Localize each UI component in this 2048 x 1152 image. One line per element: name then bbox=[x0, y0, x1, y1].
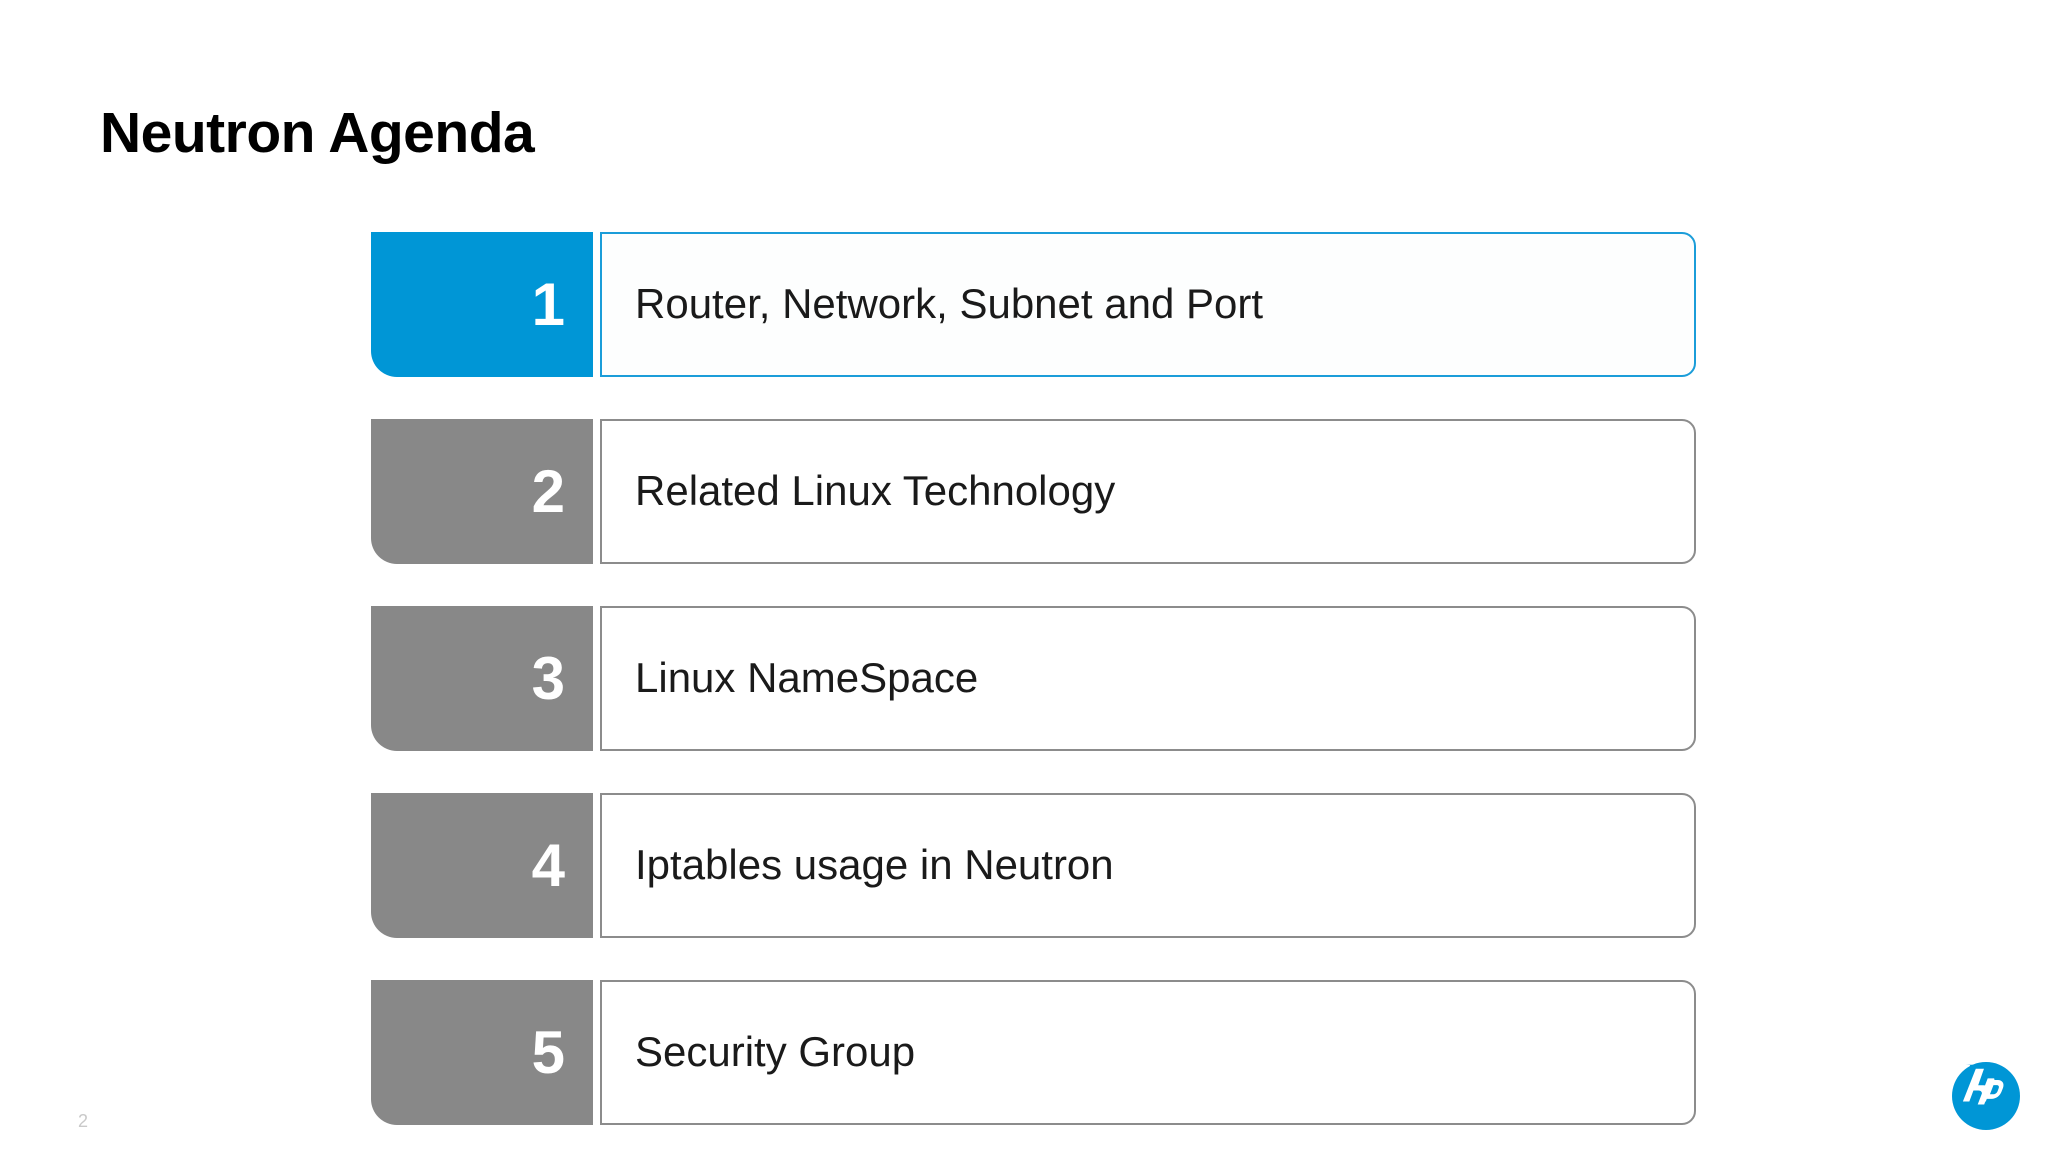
agenda-number-box-5: 5 bbox=[371, 980, 593, 1125]
agenda-text-box-1[interactable]: Router, Network, Subnet and Port bbox=[600, 232, 1696, 377]
agenda-item-1[interactable]: 1 Router, Network, Subnet and Port bbox=[371, 232, 1696, 377]
page-title: Neutron Agenda bbox=[100, 101, 535, 165]
agenda-item-4[interactable]: 4 Iptables usage in Neutron bbox=[371, 793, 1696, 938]
agenda-label-2: Related Linux Technology bbox=[635, 467, 1116, 515]
agenda-label-3: Linux NameSpace bbox=[635, 654, 979, 702]
agenda-label-1: Router, Network, Subnet and Port bbox=[635, 280, 1264, 328]
agenda-text-box-4[interactable]: Iptables usage in Neutron bbox=[600, 793, 1696, 938]
agenda-label-5: Security Group bbox=[635, 1028, 916, 1076]
agenda-number-1: 1 bbox=[531, 270, 565, 338]
agenda-item-2[interactable]: 2 Related Linux Technology bbox=[371, 419, 1696, 564]
agenda-item-3[interactable]: 3 Linux NameSpace bbox=[371, 606, 1696, 751]
agenda-number-box-4: 4 bbox=[371, 793, 593, 938]
agenda-text-box-2[interactable]: Related Linux Technology bbox=[600, 419, 1696, 564]
agenda-text-box-3[interactable]: Linux NameSpace bbox=[600, 606, 1696, 751]
agenda-item-5[interactable]: 5 Security Group bbox=[371, 980, 1696, 1125]
agenda-number-4: 4 bbox=[531, 831, 565, 899]
agenda-number-5: 5 bbox=[531, 1018, 565, 1086]
agenda-number-2: 2 bbox=[531, 457, 565, 525]
agenda-number-box-1: 1 bbox=[371, 232, 593, 377]
page-number: 2 bbox=[78, 1111, 89, 1131]
agenda-text-box-5[interactable]: Security Group bbox=[600, 980, 1696, 1125]
agenda-label-4: Iptables usage in Neutron bbox=[635, 841, 1114, 889]
agenda-list: 1 Router, Network, Subnet and Port 2 Rel… bbox=[371, 232, 1696, 1125]
agenda-number-box-3: 3 bbox=[371, 606, 593, 751]
hp-logo-icon bbox=[1952, 1062, 2020, 1130]
agenda-number-box-2: 2 bbox=[371, 419, 593, 564]
agenda-number-3: 3 bbox=[531, 644, 565, 712]
